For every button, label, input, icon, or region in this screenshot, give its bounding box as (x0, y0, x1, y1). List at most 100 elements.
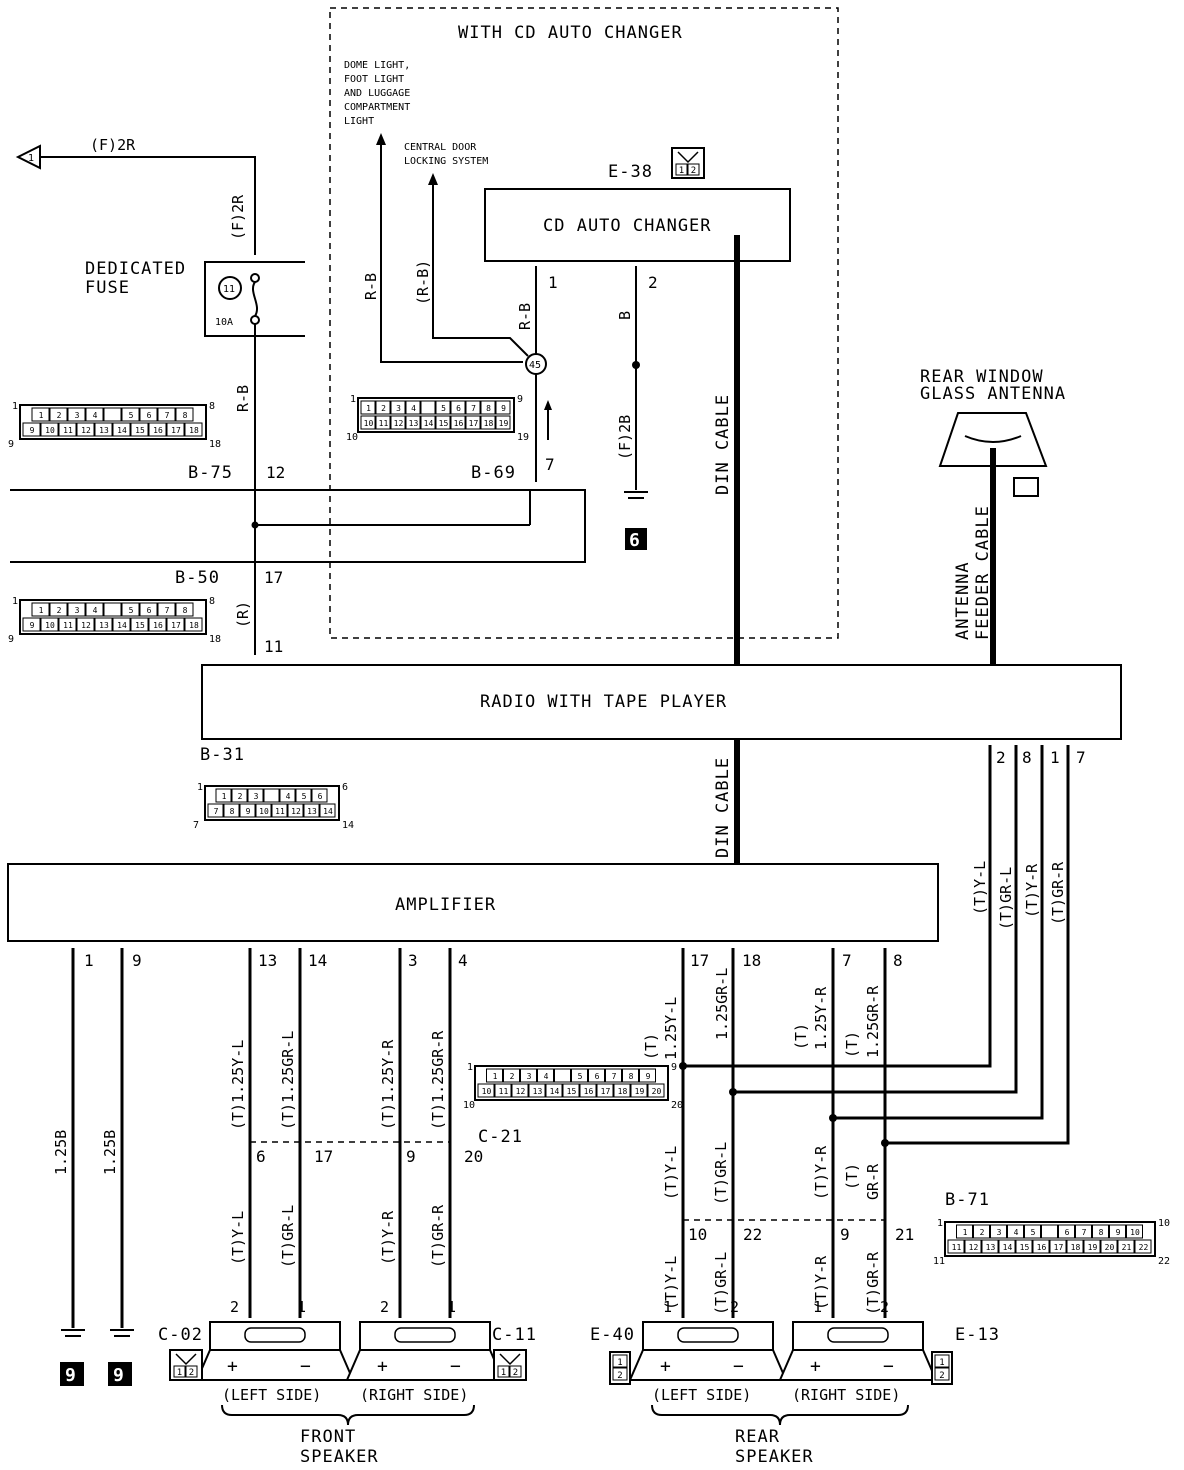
connector-cell (67, 602, 86, 617)
svg-text:10: 10 (688, 1225, 707, 1244)
svg-text:R-B: R-B (516, 303, 534, 330)
connector-cell (295, 788, 312, 803)
speaker-plus-terminal: + (810, 1356, 821, 1377)
connector-pin-label: 11 (63, 426, 73, 435)
svg-text:(T)Y-L: (T)Y-L (229, 1211, 247, 1265)
svg-text:C-02: C-02 (158, 1325, 203, 1345)
svg-text:B-71: B-71 (945, 1190, 990, 1210)
svg-text:(T): (T) (642, 1033, 660, 1060)
connector-cell (85, 602, 104, 617)
svg-text:17: 17 (264, 568, 283, 587)
svg-text:SPEAKER: SPEAKER (300, 1447, 379, 1467)
connector-pin-label: 4 (1014, 1228, 1019, 1237)
wire-rb-central (432, 180, 529, 357)
connector-cell (480, 400, 496, 415)
connector-cell (103, 602, 122, 617)
connector-pin-label: 19 (499, 419, 509, 428)
speaker-minus-terminal: − (733, 1356, 744, 1377)
connector-pin-label: 8 (183, 606, 188, 615)
connector-pin-label: 2 (510, 1072, 515, 1081)
ground-symbol-icon (624, 491, 648, 499)
connector-cell (112, 422, 131, 437)
connector-pin-label: 12 (969, 1243, 979, 1252)
connector-cell (562, 1083, 580, 1098)
connector-pin-label: 5 (578, 1072, 583, 1081)
connector-pin-label: 9 (246, 807, 251, 816)
svg-text:(T)1.25GR-R: (T)1.25GR-R (429, 1030, 447, 1130)
connector-pin-label: 18 (484, 419, 494, 428)
connector-pin-label: 14 (117, 621, 127, 630)
connector-pin-label: 10 (482, 1087, 492, 1096)
svg-text:1: 1 (28, 153, 34, 164)
rear-window-antenna-icon (938, 412, 1048, 467)
svg-text:1: 1 (84, 951, 94, 970)
svg-text:AND LUGGAGE: AND LUGGAGE (344, 88, 410, 99)
connector-pin-label: 2 (57, 606, 62, 615)
connector-pin-label: 17 (601, 1087, 611, 1096)
connector-end-pin: 9 (8, 439, 14, 450)
ground-badge-9a (60, 1362, 84, 1386)
connector-pin-label: 5 (129, 411, 134, 420)
svg-text:B-69: B-69 (471, 463, 516, 483)
connector-cell (494, 1083, 512, 1098)
connector-cell (435, 415, 451, 430)
svg-text:(T): (T) (792, 1023, 810, 1050)
connector-cell (311, 788, 328, 803)
speaker-pin-label: 2 (380, 1298, 389, 1316)
connector-cell (231, 788, 248, 803)
connector-cell (360, 400, 376, 415)
svg-text:(F)2R: (F)2R (229, 194, 247, 240)
connector-pin-label: 4 (411, 404, 416, 413)
connector-cell (319, 803, 336, 818)
connector-cell (40, 422, 59, 437)
svg-text:8: 8 (893, 951, 903, 970)
connector-pin-label: 20 (652, 1087, 662, 1096)
connector-pin-label: 14 (1003, 1243, 1013, 1252)
connector-cell (579, 1083, 597, 1098)
connector-cell (139, 602, 158, 617)
connector-pin-label: 2 (57, 411, 62, 420)
svg-text:4: 4 (458, 951, 468, 970)
connector-pin-label: 5 (302, 792, 307, 801)
svg-text:(T)Y-L: (T)Y-L (971, 861, 989, 915)
wire-f2r (40, 156, 256, 255)
connector-face-e13: 12 (931, 1351, 953, 1385)
connector-cell (49, 602, 68, 617)
connector-pin-label: 3 (254, 792, 259, 801)
connector-cell (981, 1239, 999, 1254)
svg-text:17: 17 (314, 1147, 333, 1166)
connector-pin-label: 2 (381, 404, 386, 413)
connector-cell (450, 400, 466, 415)
connector-cell (360, 415, 376, 430)
wire-radio-grr (885, 745, 1070, 1145)
connector-pin-label: 11 (275, 807, 285, 816)
connector-cell (964, 1239, 982, 1254)
connector-pin-label: 1 (177, 1368, 182, 1378)
svg-text:7: 7 (545, 455, 555, 474)
connector-pin-label: 17 (171, 621, 181, 630)
connector-face-e40: 12 (609, 1351, 631, 1385)
connector-pin-label: 16 (584, 1087, 594, 1096)
svg-text:18: 18 (742, 951, 761, 970)
svg-text:1.25GR-L: 1.25GR-L (713, 968, 731, 1040)
connector-cell (477, 1083, 495, 1098)
connector-pin-label: 2 (238, 792, 243, 801)
connector-end-pin: 1 (197, 782, 203, 793)
connector-pin-label: 10 (259, 807, 269, 816)
svg-text:FUSE: FUSE (85, 278, 130, 298)
dedicated-fuse-label: DEDICATED (85, 259, 186, 279)
svg-text:DIN CABLE: DIN CABLE (713, 394, 733, 495)
connector-pin-label: 9 (1116, 1228, 1121, 1237)
connector-pin-label: 1 (222, 792, 227, 801)
connector-cell (184, 422, 203, 437)
connector-cell (166, 422, 185, 437)
connector-cell (375, 415, 391, 430)
svg-text:B-50: B-50 (175, 568, 220, 588)
svg-text:(R-B): (R-B) (414, 260, 432, 305)
svg-text:REAR WINDOW: REAR WINDOW (920, 367, 1044, 387)
svg-text:(T)Y-L: (T)Y-L (662, 1256, 680, 1310)
